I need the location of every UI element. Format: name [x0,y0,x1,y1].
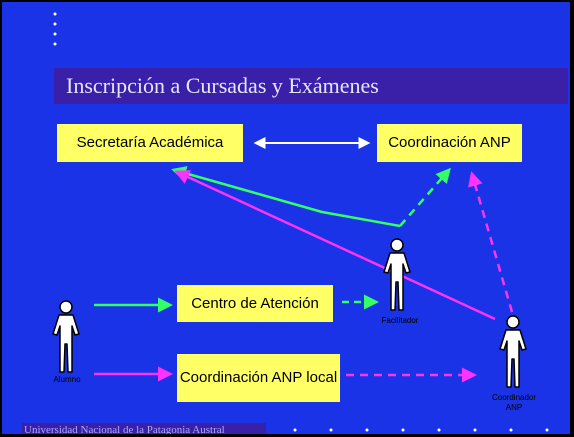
arrow-coordinador-coordinacion [468,171,514,313]
footer-institution: Universidad Nacional de la Patagonia Aus… [22,423,266,434]
person-icon [52,300,80,373]
box-coordinacion-anp: Coordinación ANP [377,124,522,162]
slide-title: Inscripción a Cursadas y Exámenes [66,73,379,98]
label-coordinador: Coordinador [492,393,537,402]
label-coordinador-anp: ANP [505,403,523,412]
decorative-dots-bottom [293,428,549,432]
arrow-facilitador-secretaria [171,166,401,228]
arrow-coordinador-secretaria [174,170,496,321]
slide-graphics [52,12,549,432]
box-coordinacion-anp-local: Coordinación ANP local [177,354,340,402]
label-alumno: Alumno [53,375,81,384]
arrow-facilitador-coordinacion [399,167,451,227]
slide: Inscripción a Cursadas y Exámenes Secret… [2,2,570,434]
label-facilitador: Facilitador [381,316,419,325]
box-secretaria-academica: Secretaría Académica [57,124,243,162]
box-centro-atencion: Centro de Atención [177,285,333,322]
person-icon [499,315,527,388]
title-bar: Inscripción a Cursadas y Exámenes [54,68,568,104]
person-icon [383,238,411,311]
decorative-dots-left [53,12,57,46]
